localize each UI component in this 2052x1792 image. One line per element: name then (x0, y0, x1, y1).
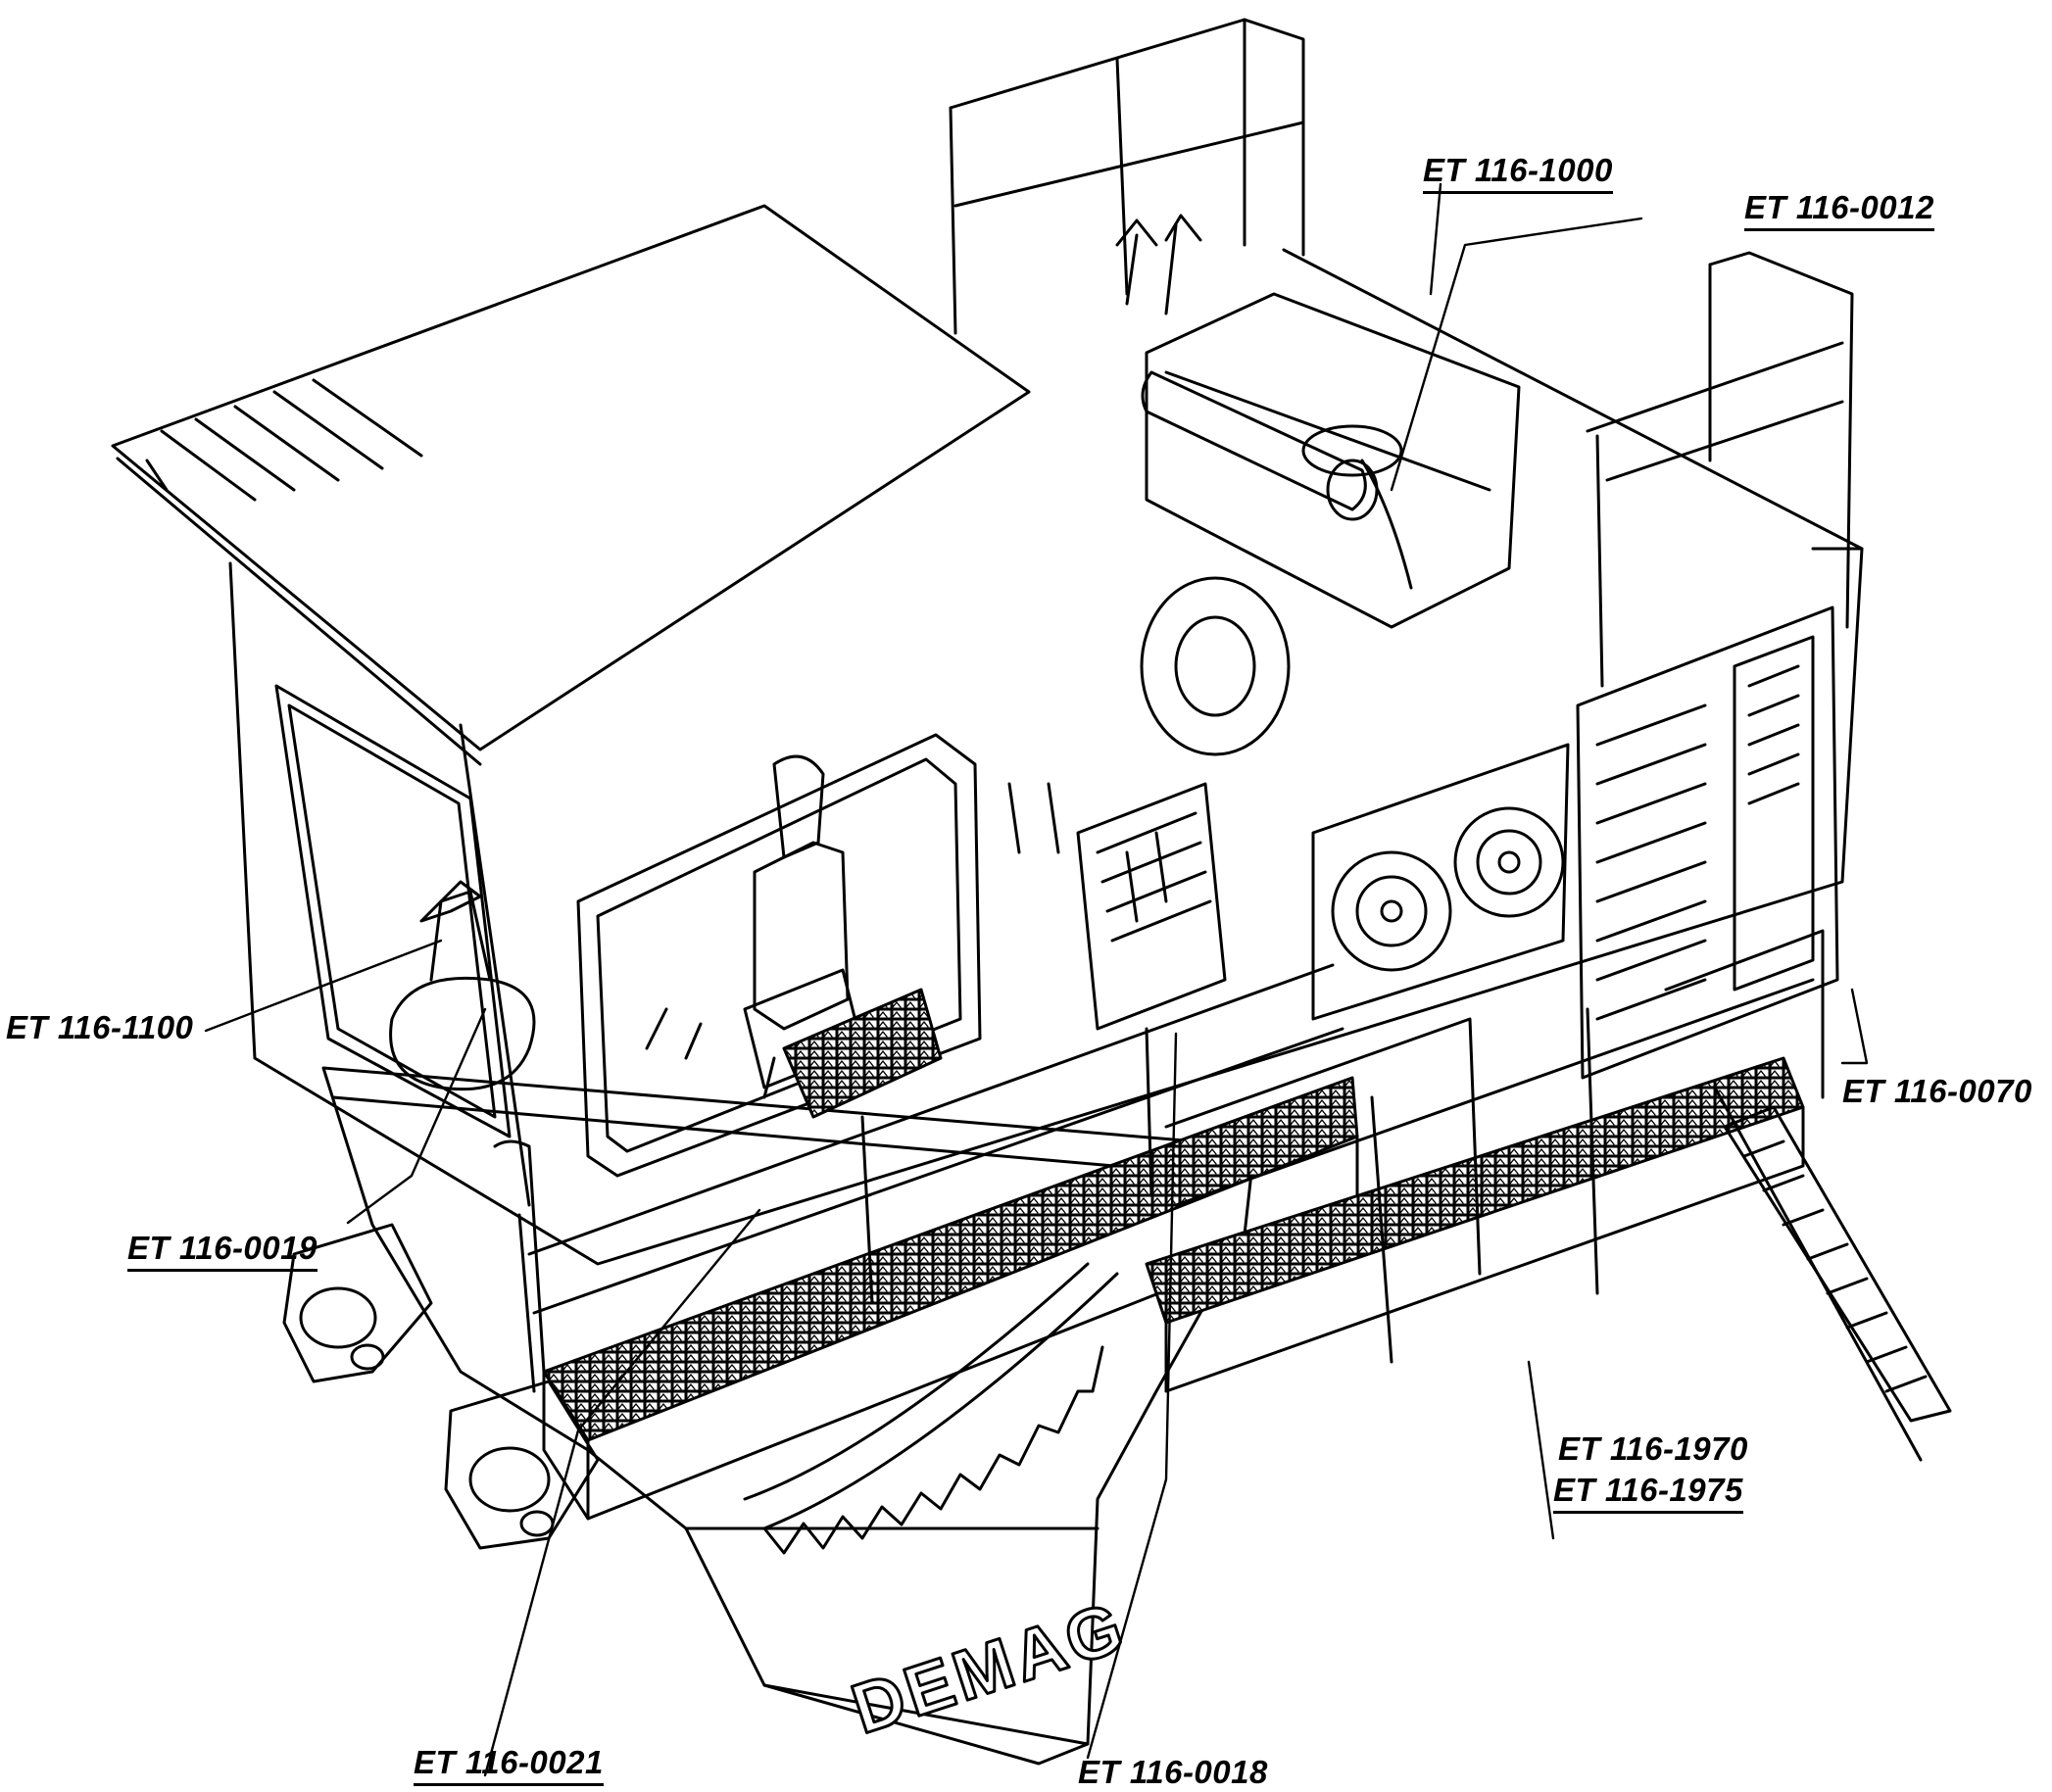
front-walkway (493, 963, 1359, 1521)
rear-handrail (949, 18, 1305, 335)
control-valve-block (1007, 782, 1227, 1031)
callout-et-116-1970: ET 116-1970 (1558, 1430, 1748, 1467)
callout-et-116-0019: ET 116-0019 (127, 1230, 318, 1272)
access-ladder (1713, 1086, 1952, 1462)
callout-et-116-1975: ET 116-1975 (1553, 1472, 1743, 1514)
leader-lines (204, 182, 1869, 1777)
callout-et-116-0070: ET 116-0070 (1842, 1073, 2032, 1109)
right-handrail (1586, 251, 1854, 688)
right-walkway (1145, 929, 1825, 1393)
roof-panel (111, 204, 1031, 766)
callout-et-116-0021: ET 116-0021 (414, 1744, 604, 1786)
callout-et-116-1100: ET 116-1100 (6, 1009, 194, 1045)
callout-et-116-0012: ET 116-0012 (1744, 189, 1934, 231)
engine-assembly (1115, 214, 1839, 1080)
callout-et-116-0018: ET 116-0018 (1078, 1754, 1268, 1790)
slewing-ring-gear (743, 1262, 1119, 1555)
operator-cab (576, 733, 982, 1178)
callout-et-116-1000: ET 116-1000 (1423, 152, 1613, 194)
